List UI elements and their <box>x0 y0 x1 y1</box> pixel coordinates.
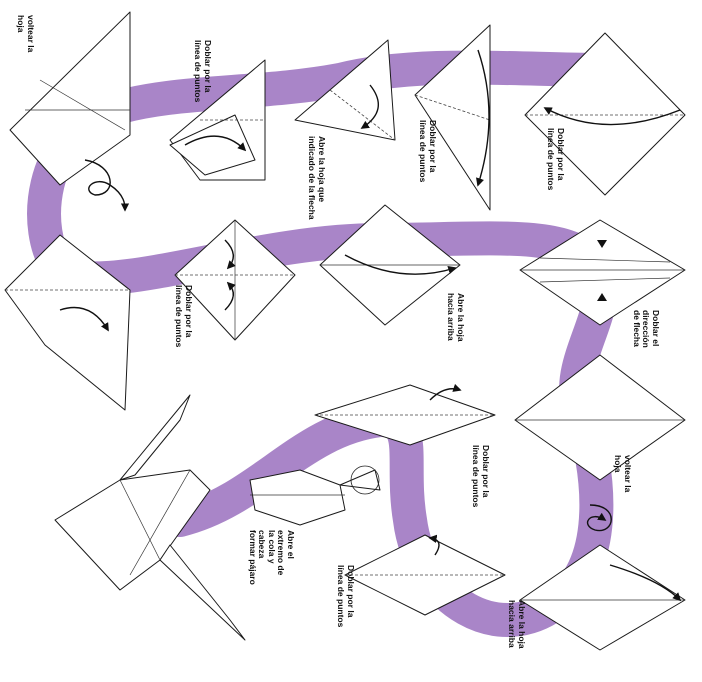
step-8-label: Doblar el dirección de flecha <box>632 310 661 348</box>
step-13-label: Abre el extremo de la cola y cabeza form… <box>248 530 296 585</box>
step-5-label: voltear la hoja <box>16 15 35 52</box>
step-2-label: Doblar por la línea de puntos <box>418 120 437 182</box>
step-10-label: Doblar por la línea de puntos <box>471 445 490 507</box>
step-4-label: Doblar por la línea de puntos <box>193 40 212 102</box>
step-7-label: Abre la hoja hacia arriba <box>446 293 465 342</box>
step-11-label: Abre la hoja hacia arriba <box>507 600 526 649</box>
step-10-paper <box>515 355 685 480</box>
step-14-paper <box>250 470 345 525</box>
step-14-head <box>340 470 380 490</box>
step-9-label: voltear la hoja <box>613 455 632 492</box>
step-6-label: Doblar por la línea de puntos <box>174 285 193 347</box>
crane-neck <box>120 395 190 480</box>
crane-tail <box>160 545 245 640</box>
step-11-paper <box>520 545 685 650</box>
step-11-diagram <box>520 545 685 650</box>
step-1-label: Doblar por la línea de puntos <box>546 128 565 190</box>
step-5-turn-arrow <box>85 160 125 210</box>
step-3-label: Abre la hoja que indicado de la flecha <box>307 136 326 220</box>
step-12-label: Doblar por la línea de puntos <box>336 565 355 627</box>
